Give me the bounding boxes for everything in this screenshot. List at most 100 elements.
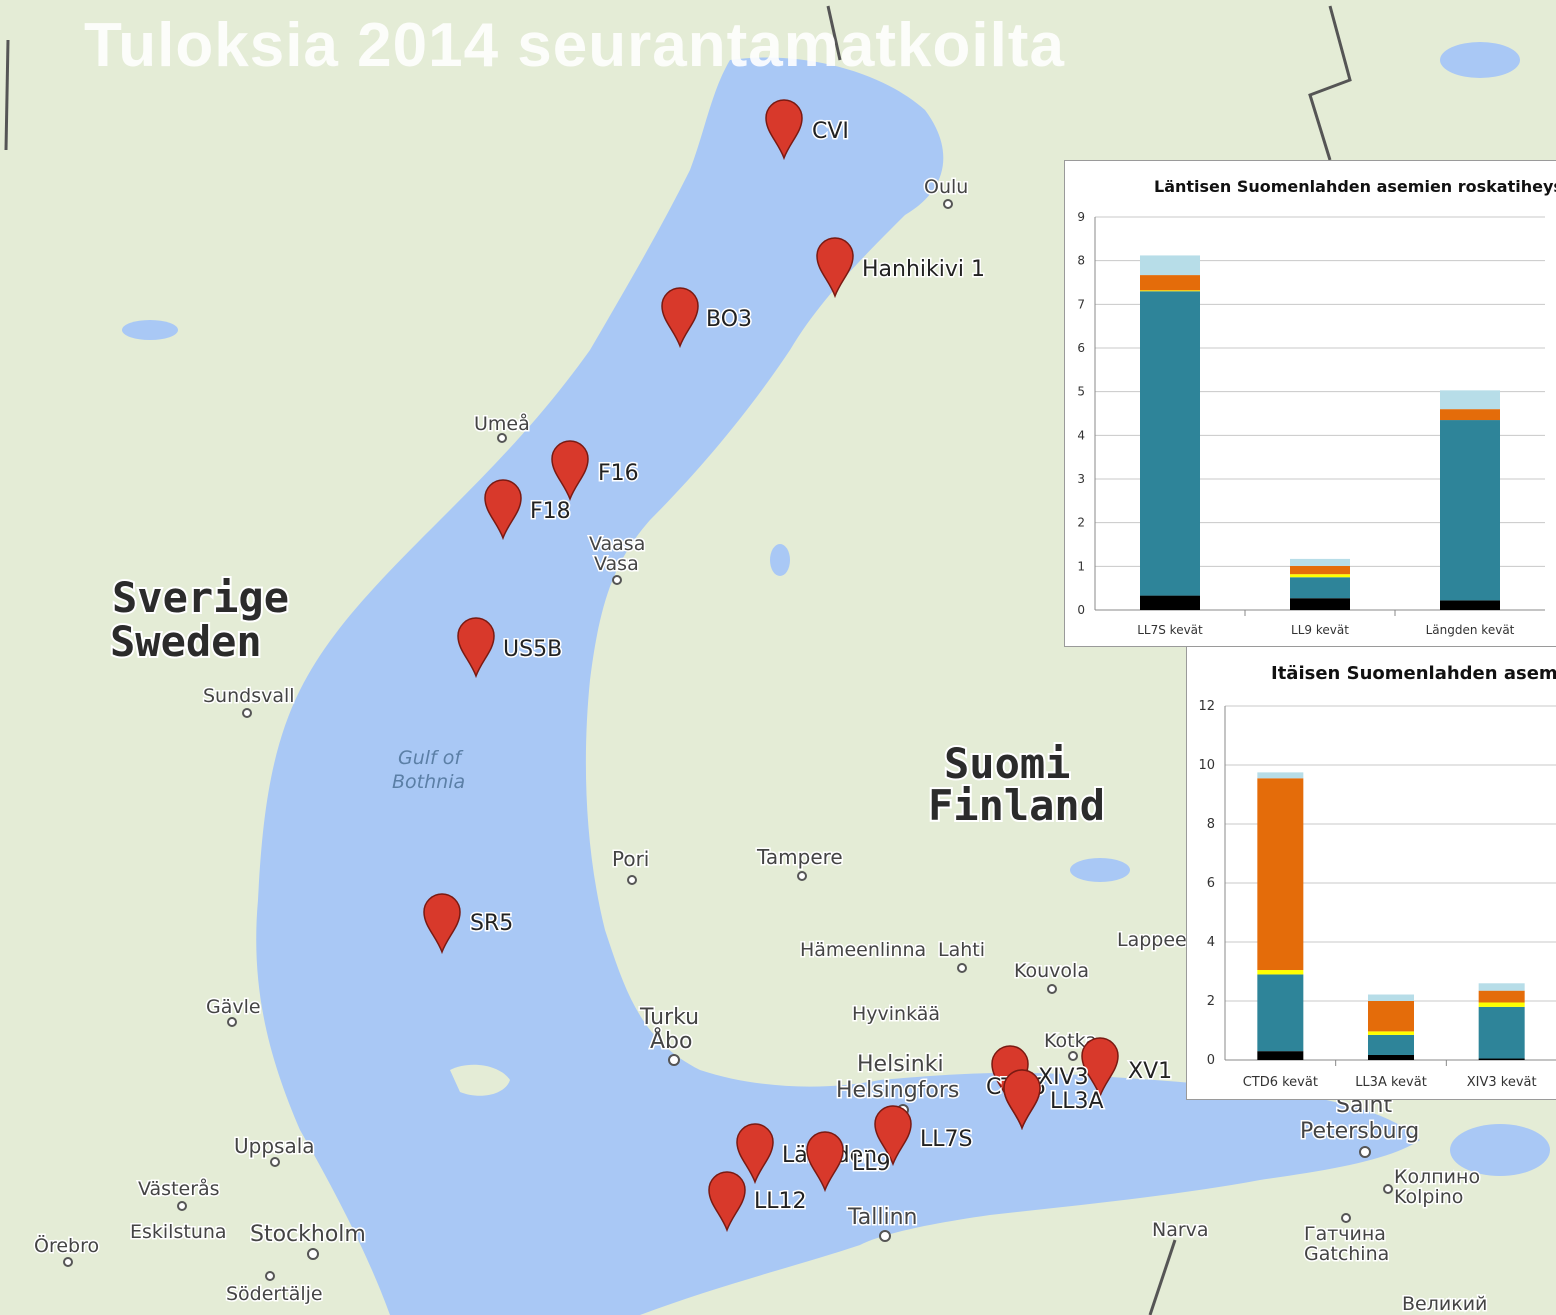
place-label: Kolpino <box>1394 1186 1463 1208</box>
station-label: LL3A <box>1050 1089 1104 1114</box>
y-tick-label: 8 <box>1077 254 1085 268</box>
place-label: Gatchina <box>1304 1243 1389 1265</box>
x-tick-label: CTD6 kevät <box>1243 1075 1318 1090</box>
city-dot <box>1068 1051 1078 1061</box>
place-label: Petersburg <box>1300 1119 1419 1144</box>
city-dot <box>177 1201 187 1211</box>
slide-title: Tuloksia 2014 seurantamatkoilta <box>84 11 1065 80</box>
station-label: F16 <box>598 461 639 486</box>
place-label: Lappee <box>1117 929 1187 951</box>
chart-title: Itäisen Suomenlahden asemien <box>1271 663 1556 684</box>
bar-segment <box>1368 1001 1414 1032</box>
border-line <box>826 5 842 61</box>
bar-segment <box>1440 600 1500 610</box>
border-line <box>4 39 10 151</box>
place-label: Kouvola <box>1014 960 1089 982</box>
city-dot <box>879 1230 891 1242</box>
station-marker: F18 <box>484 479 572 541</box>
place-label: Umeå <box>474 412 530 435</box>
gulf-of-bothnia <box>256 57 1420 1315</box>
bar-segment <box>1478 990 1525 1003</box>
city-dot <box>265 1271 275 1281</box>
place-label: Великий <box>1402 1293 1487 1315</box>
place-label: Oulu <box>924 176 968 198</box>
place-label: Гатчина <box>1304 1223 1386 1245</box>
station-marker: US5B <box>457 617 564 679</box>
border-line <box>1148 1239 1177 1315</box>
station-label: LL9 <box>852 1151 891 1176</box>
border-line <box>1308 5 1352 161</box>
place-label: Västerås <box>138 1177 220 1200</box>
city-dots <box>63 199 1393 1281</box>
bar-segment <box>1478 983 1525 991</box>
bar-segment <box>1440 390 1500 410</box>
bar-segment <box>1140 290 1200 292</box>
city-dot <box>1047 984 1057 994</box>
place-label: Uppsala <box>234 1134 315 1158</box>
y-tick-label: 1 <box>1077 559 1085 573</box>
place-label: Narva <box>1152 1219 1209 1241</box>
bar-segment <box>1140 255 1200 276</box>
place-label: Eskilstuna <box>130 1221 227 1243</box>
bar-segment <box>1478 1002 1525 1007</box>
lake <box>1440 42 1520 78</box>
city-dot <box>668 1054 680 1066</box>
station-label: LL12 <box>754 1189 807 1214</box>
city-dot <box>1359 1146 1371 1158</box>
map-pin-icon <box>736 1123 774 1185</box>
map-pin-icon <box>484 479 522 541</box>
map-pin-icon <box>874 1105 912 1167</box>
bar-segment <box>1290 574 1350 578</box>
bar-segment <box>1290 558 1350 566</box>
y-tick-label: 5 <box>1077 385 1085 399</box>
place-label: Колпино <box>1394 1166 1480 1188</box>
bar-segment <box>1478 1006 1525 1059</box>
map-pin-icon <box>1081 1037 1119 1099</box>
station-marker: CVI <box>765 99 850 161</box>
map-pin-icon <box>661 287 699 349</box>
place-label: Sundsvall <box>203 685 295 707</box>
station-marker: XV1 <box>1081 1037 1174 1099</box>
place-label: Tampere <box>756 845 843 869</box>
station-label: Hanhikivi 1 <box>862 257 985 282</box>
city-dot <box>1383 1184 1393 1194</box>
aland-islands <box>450 1064 510 1096</box>
x-tick-label: LL3A kevät <box>1355 1075 1427 1090</box>
sea-label: Gulf of <box>398 747 464 769</box>
station-marker: LL9 <box>806 1131 892 1193</box>
city-dot <box>1341 1213 1351 1223</box>
city-dot <box>797 871 807 881</box>
city-dot <box>943 199 953 209</box>
y-tick-label: 6 <box>1207 876 1215 891</box>
bar-segment <box>1368 1034 1414 1055</box>
y-tick-label: 2 <box>1207 994 1215 1009</box>
lake <box>1450 1124 1550 1176</box>
place-label: Tallinn <box>847 1205 918 1230</box>
y-tick-label: 4 <box>1207 935 1215 950</box>
bar-segment <box>1140 595 1200 610</box>
y-tick-label: 3 <box>1077 472 1085 486</box>
place-label: Helsingfors <box>836 1078 959 1103</box>
x-tick-label: Längden kevät <box>1426 623 1515 637</box>
place-label: Vasa <box>594 553 639 575</box>
map-pin-icon <box>816 237 854 299</box>
bar-segment <box>1140 275 1200 291</box>
bar-segment <box>1257 974 1304 1052</box>
place-label: Åbo <box>650 1027 692 1054</box>
station-label: SR5 <box>470 911 513 936</box>
place-label: Vaasa <box>589 533 645 555</box>
station-marker: LL3A <box>1003 1069 1105 1131</box>
y-tick-label: 12 <box>1198 699 1215 714</box>
place-labels: Oulu Umeå Vaasa Vasa Sundsvall Pori Tamp… <box>33 175 1489 1315</box>
country-label: Suomi <box>944 739 1070 788</box>
place-label: Pori <box>612 847 649 871</box>
place-label: Gävle <box>206 996 261 1018</box>
bar-segment <box>1368 1054 1414 1060</box>
station-marker: BO3 <box>661 287 754 349</box>
map-pin-icon <box>1003 1069 1041 1131</box>
station-label: XV1 <box>1128 1059 1172 1084</box>
bar-segment <box>1368 1031 1414 1035</box>
lake <box>122 320 178 340</box>
chart-west: Läntisen Suomenlahden asemien roskatihey… <box>1064 160 1556 647</box>
